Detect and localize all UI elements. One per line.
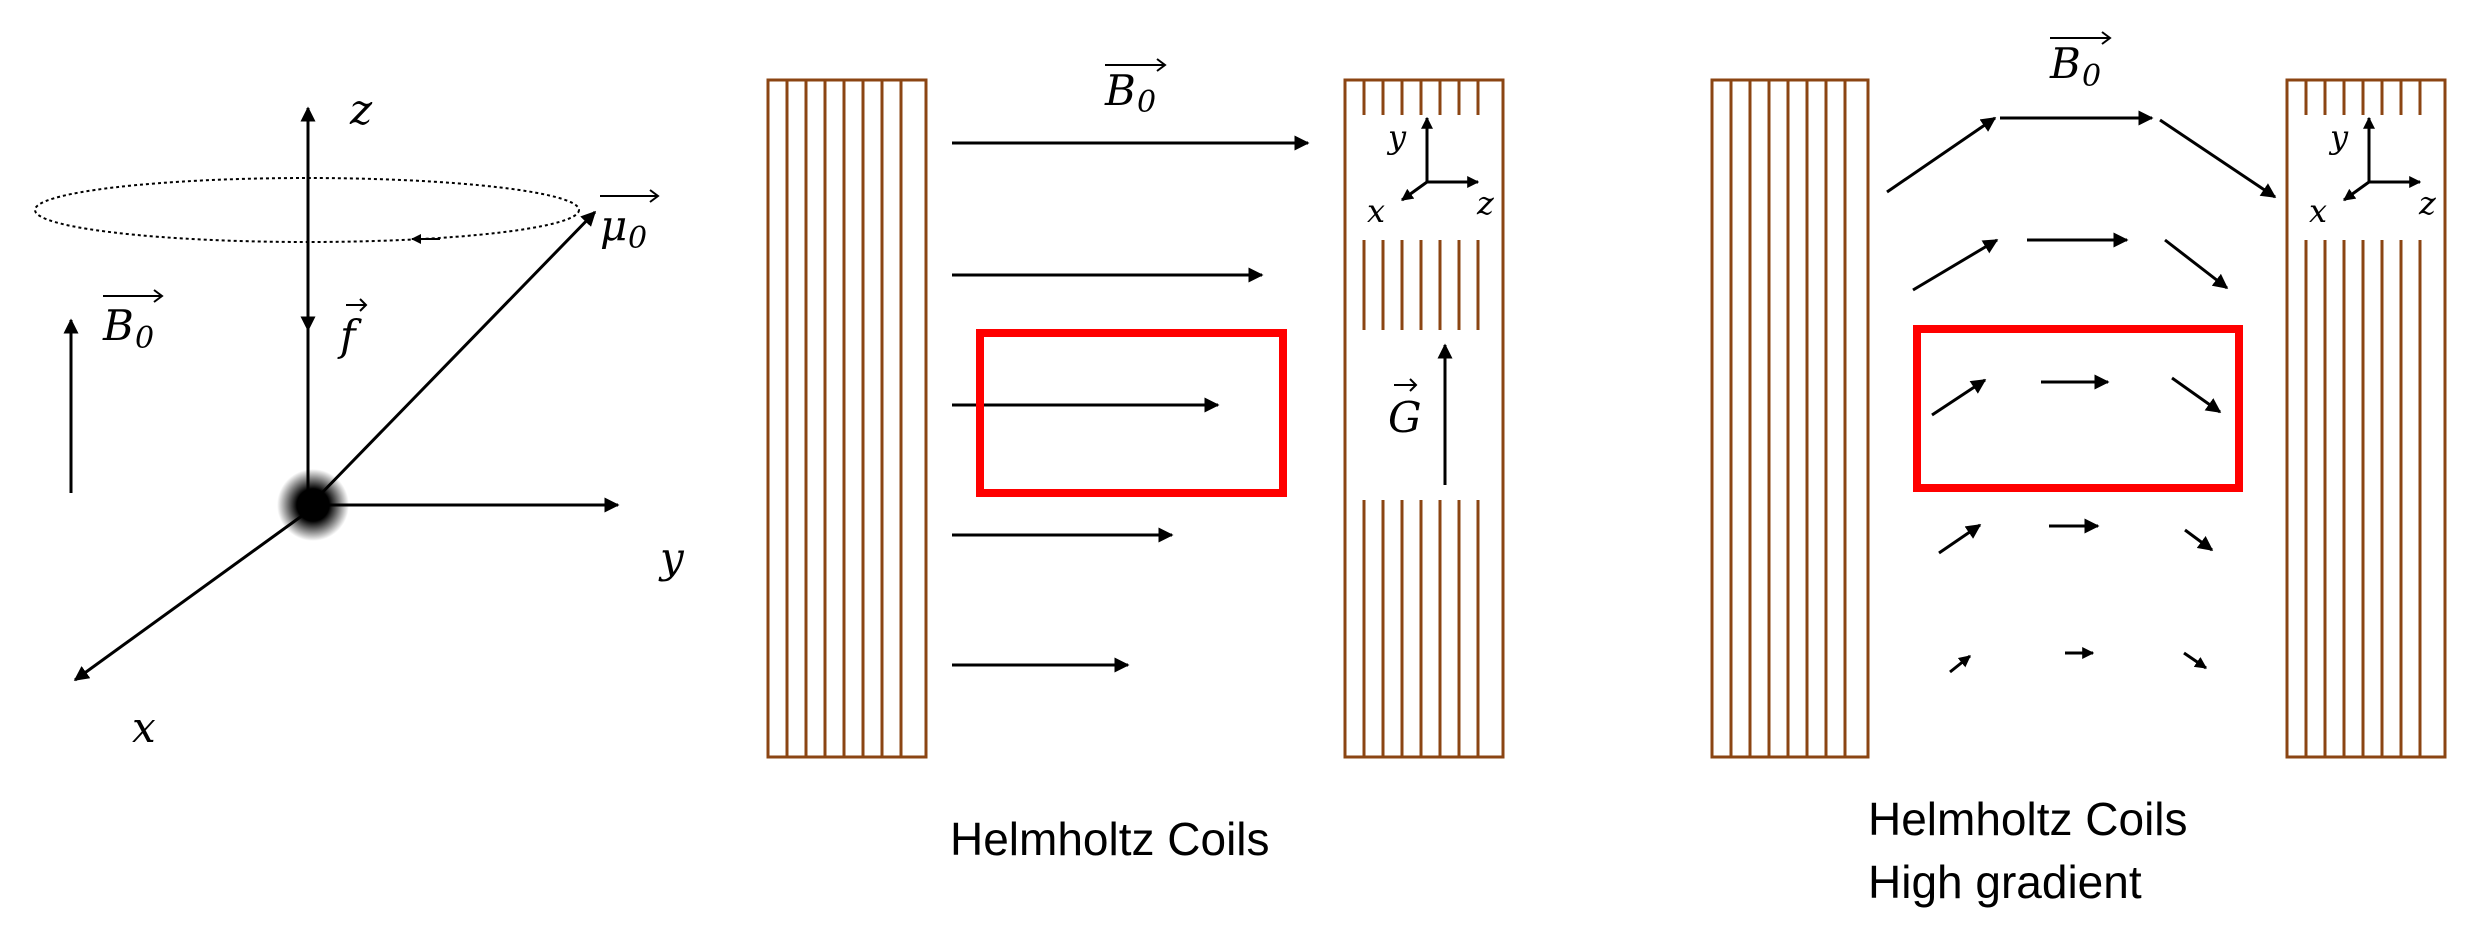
- field-arrow: [2184, 528, 2214, 552]
- x-axis-label: x: [132, 703, 156, 752]
- svg-text:μ: μ: [600, 201, 627, 250]
- field-arrow: [1886, 116, 1997, 194]
- svg-text:0: 0: [135, 321, 154, 356]
- spin-panel: z f y x μ 0 B 0: [34, 85, 685, 752]
- svg-text:B: B: [2049, 39, 2081, 88]
- x-axis: [73, 508, 311, 682]
- svg-text:0: 0: [628, 221, 647, 256]
- b0-label: B 0: [102, 289, 164, 356]
- high-gradient-caption-line1: Helmholtz Coils: [1868, 793, 2188, 845]
- inset-x-label: x: [1367, 192, 1385, 230]
- svg-text:0: 0: [1137, 85, 1156, 120]
- field-arrow: [1912, 238, 1999, 292]
- field-arrow: [2183, 651, 2207, 670]
- field-arrows: [1886, 110, 2277, 674]
- field-arrow: [2171, 376, 2222, 414]
- right-coil: [2285, 78, 2447, 759]
- inset-x-label: x: [2309, 192, 2327, 230]
- svg-text:B: B: [1104, 66, 1136, 115]
- b0-label: B 0: [2049, 31, 2112, 94]
- b0-label: B 0: [1104, 58, 1167, 120]
- high-gradient-caption-line2: High gradient: [1868, 856, 2142, 908]
- magnetic-moment-vector: [313, 210, 597, 502]
- magnetic-moment-label: μ 0: [600, 189, 660, 256]
- svg-text:G: G: [1388, 393, 1422, 442]
- right-coil: [1343, 78, 1505, 759]
- svg-text:f: f: [337, 311, 362, 360]
- high-gradient-panel: B 0 y x: [1710, 31, 2447, 908]
- svg-text:0: 0: [2082, 59, 2101, 94]
- helmholtz-panel: B 0 y x z G Helmholtz Coils: [766, 58, 1505, 865]
- left-coil: [766, 78, 928, 759]
- field-arrow: [1949, 654, 1971, 674]
- gradient-label: G: [1388, 378, 1422, 442]
- field-arrow: [2159, 118, 2277, 199]
- helmholtz-caption: Helmholtz Coils: [950, 813, 1270, 865]
- z-axis-label: z: [349, 85, 373, 134]
- axes-inset: [1401, 116, 1480, 202]
- spin-particle: [277, 469, 349, 541]
- field-arrow: [1931, 378, 1987, 417]
- region-highlight: [976, 329, 1287, 497]
- y-axis-label: y: [658, 533, 685, 582]
- region-highlight: [1913, 325, 2243, 492]
- inset-y-label: y: [2328, 118, 2349, 156]
- inset-y-label: y: [1386, 118, 1407, 156]
- field-arrows: [952, 135, 1310, 673]
- svg-text:B: B: [102, 301, 134, 350]
- inset-z-label: z: [1476, 184, 1495, 222]
- field-arrow: [2164, 238, 2229, 290]
- left-coil: [1710, 78, 1870, 759]
- field-arrow: [1938, 523, 1982, 555]
- inset-z-label: z: [2418, 184, 2437, 222]
- axes-inset: [2343, 116, 2422, 202]
- force-label: f: [337, 298, 368, 360]
